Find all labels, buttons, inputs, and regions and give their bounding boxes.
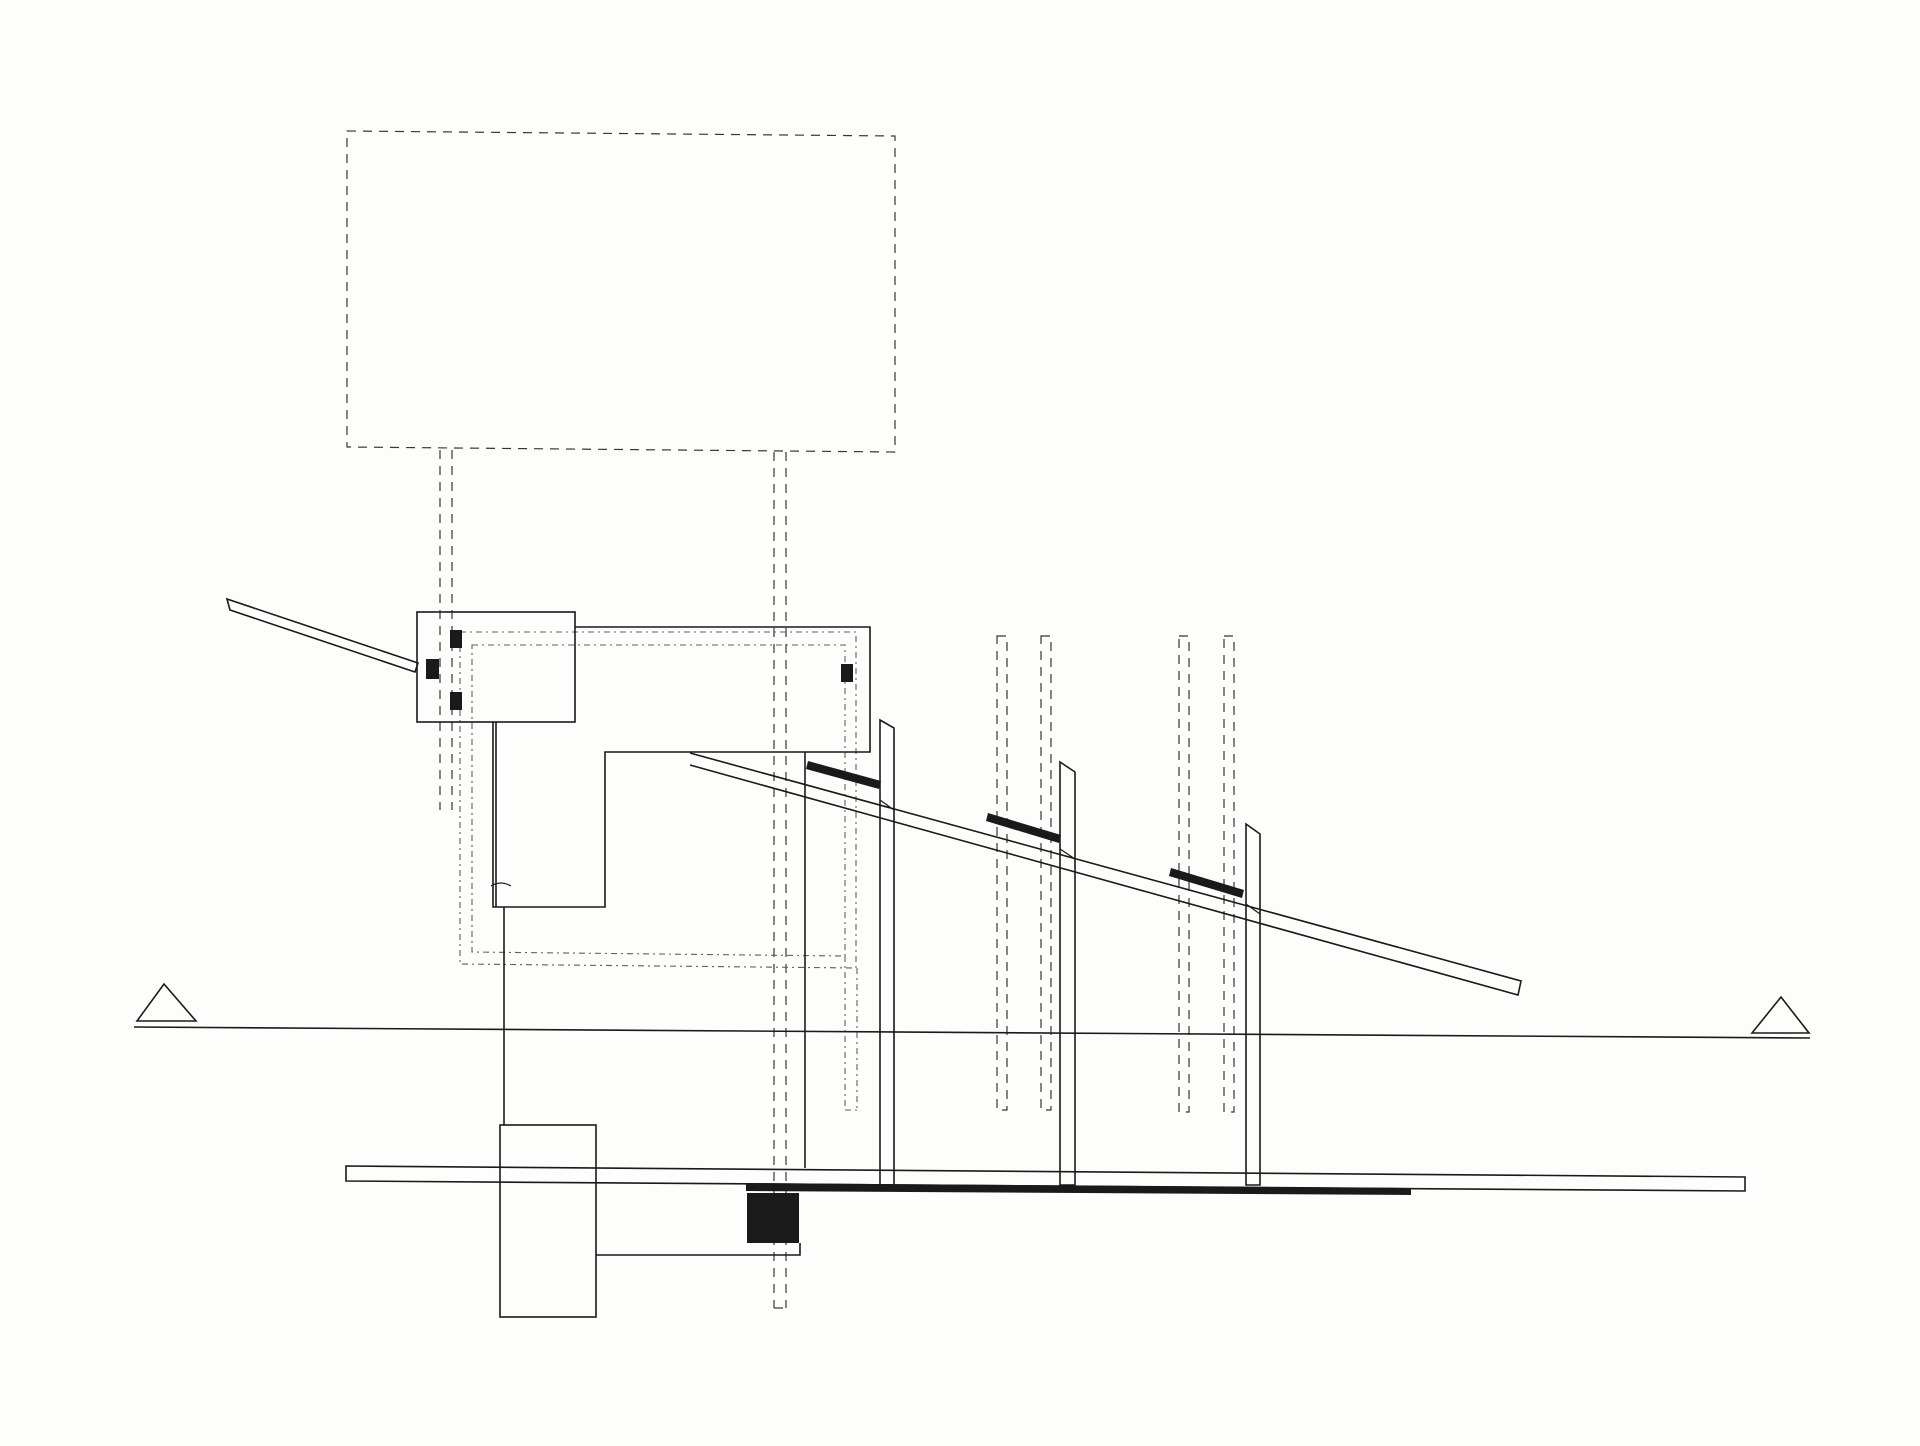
dashed-columns-center bbox=[773, 452, 787, 1309]
slanted-beam-main bbox=[689, 752, 1522, 996]
vertical-link-rod bbox=[495, 722, 505, 1125]
frame-tie-mark bbox=[490, 882, 512, 887]
slanted-beam-upper-left bbox=[225, 597, 420, 674]
ground-line bbox=[133, 1026, 1811, 1039]
lower-black-band bbox=[746, 1183, 1411, 1195]
lower-horizontal-bar bbox=[345, 1165, 1746, 1192]
dashed-columns-pair-1 bbox=[996, 635, 1052, 1111]
lower-base-block bbox=[499, 1124, 801, 1318]
dashed-upper-volume bbox=[346, 130, 896, 453]
black-square-block bbox=[747, 1193, 799, 1243]
vertical-posts bbox=[804, 718, 1261, 1186]
beam-black-bars bbox=[806, 761, 1244, 898]
control-box bbox=[416, 611, 576, 723]
dashdot-inner-volume bbox=[459, 631, 858, 1111]
dashed-columns-pair-2 bbox=[1178, 635, 1235, 1113]
horizontal-frame bbox=[492, 626, 871, 908]
support-triangle-left-icon bbox=[135, 982, 198, 1022]
support-triangle-right-icon bbox=[1750, 995, 1811, 1034]
